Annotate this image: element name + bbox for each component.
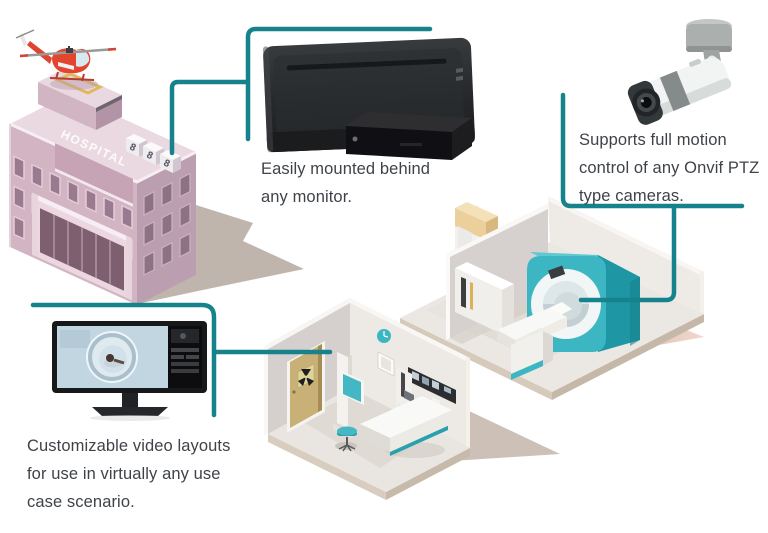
monitor-back-illustration [262,37,475,160]
mri-cabinet [455,262,514,334]
hospital-illustration: HOSPITAL 8 8 [9,29,304,305]
hospital-entrance [32,192,132,301]
xray-room-illustration [264,298,560,500]
ac-unit: 8 [160,150,181,173]
caption-mounting: Easily mounted behind any monitor. [261,160,431,206]
svg-text:8: 8 [145,150,155,162]
monitor-sidebar-panel [168,326,202,388]
svg-text:8: 8 [128,142,138,154]
wall-lightbox [408,367,456,404]
mri-room-illustration [400,196,704,400]
svg-text:8: 8 [162,158,172,170]
connector-camera-to-mri [578,203,677,303]
connector-hospital-to-monitor [169,79,250,156]
mini-pc-device [346,67,472,160]
stool [335,426,357,452]
connector-monitor-bracket [245,26,433,142]
radiation-door [287,341,325,433]
monitor-screen-video [57,326,168,388]
mri-scanner [497,252,640,380]
ptz-camera-illustration [627,19,732,125]
connector-lines [30,26,745,418]
caption-ptz: Supports full motion control of any Onvi… [579,131,760,205]
connector-workstation-bracket [30,302,217,418]
workstation-monitor-illustration [52,321,207,421]
radiation-icon [297,363,315,389]
camera-lens [627,80,663,125]
caption-layouts: Customizable video layouts for use in vi… [27,437,231,511]
helicopter-icon [15,29,117,82]
wall-frame [377,351,395,377]
connector-camera-bracket [560,92,745,209]
ac-units: 8 8 8 [126,134,181,173]
xray-table [360,396,452,456]
xray-stand [333,352,364,438]
mri-patient-table [497,302,572,380]
